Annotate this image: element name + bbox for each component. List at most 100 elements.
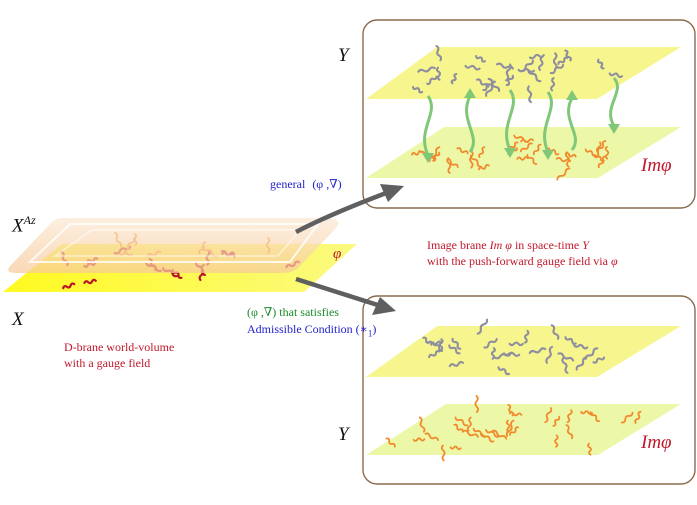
- field-wiggle: [454, 416, 469, 427]
- field-wiggle: [428, 349, 441, 359]
- label-im-phi-bottom: Imφ: [641, 432, 672, 453]
- label-admissible-pair: (φ ,∇): [247, 305, 277, 319]
- field-wiggle: [519, 142, 533, 153]
- field-wiggle: [520, 59, 534, 73]
- map-arrow-general-head: [380, 184, 404, 202]
- field-wiggle: [412, 437, 426, 442]
- field-wiggle: [493, 352, 512, 360]
- field-wiggle: [453, 423, 464, 433]
- field-wiggle: [554, 434, 559, 448]
- field-wiggle: [411, 150, 423, 156]
- push-forward-arrow-head: [504, 148, 516, 158]
- field-wiggle: [435, 66, 442, 81]
- image-caption-line1: Image brane Im φ in space-time Y: [427, 238, 589, 253]
- field-wiggle: [426, 75, 438, 85]
- image-caption-line2: with the push-forward gauge field via φ: [427, 254, 618, 269]
- label-admissible-line2: Admissible Condition (∗1): [247, 322, 376, 338]
- field-wiggle: [587, 442, 592, 456]
- push-forward-arrow-head: [422, 153, 434, 163]
- field-wiggle: [550, 77, 556, 92]
- field-wiggle: [476, 318, 489, 335]
- field-wiggle: [497, 366, 511, 376]
- field-wiggle: [526, 85, 533, 104]
- field-wiggle: [478, 163, 490, 171]
- push-forward-arrow: [609, 77, 619, 127]
- field-wiggle: [550, 324, 560, 340]
- push-forward-arrow: [423, 95, 433, 156]
- dbrane-caption-line1: D-brane world-volume: [64, 340, 175, 354]
- field-wiggle: [448, 360, 465, 368]
- field-wiggle: [469, 154, 482, 168]
- field-wiggle: [507, 404, 514, 417]
- field-wiggle: [483, 337, 498, 349]
- field-wiggle: [83, 278, 97, 285]
- field-wiggle: [424, 432, 439, 441]
- field-wiggle: [584, 148, 597, 157]
- push-forward-arrow-head: [608, 124, 620, 134]
- x-az-sheet: [8, 218, 339, 273]
- field-wiggle: [490, 347, 496, 360]
- push-forward-arrows: [422, 77, 620, 163]
- field-wiggle: [520, 138, 534, 143]
- field-wiggle: [564, 152, 577, 158]
- label-phi-map: φ: [333, 246, 342, 262]
- field-wiggle: [448, 344, 461, 355]
- map-arrow-admissible-head: [372, 297, 396, 315]
- label-admissible-close: ): [372, 322, 377, 336]
- field-wiggle: [417, 66, 436, 73]
- field-wiggle: [474, 395, 479, 413]
- label-general-prefix: general: [270, 177, 306, 191]
- field-wiggle: [505, 63, 512, 82]
- field-wiggle: [575, 356, 588, 371]
- field-wiggle: [608, 72, 624, 79]
- push-forward-arrow: [465, 95, 475, 153]
- field-wiggle: [556, 167, 571, 181]
- field-wiggle: [438, 338, 444, 351]
- field-wiggle: [634, 410, 642, 424]
- field-wiggle: [564, 49, 572, 62]
- top-frame-upper-sheet: [366, 47, 681, 99]
- field-wiggle: [412, 85, 424, 94]
- field-wiggle: [426, 340, 443, 346]
- push-forward-arrow: [543, 91, 553, 153]
- field-wiggle: [502, 351, 521, 357]
- field-wiggle: [597, 140, 607, 153]
- field-wiggle: [478, 146, 486, 158]
- label-admissible-text: Admissible Condition (∗: [247, 322, 368, 336]
- map-arrow-admissible: [295, 276, 385, 310]
- label-x-az-base: X: [12, 215, 24, 237]
- field-wiggle: [516, 156, 529, 161]
- dbrane-caption-line2: with a gauge field: [64, 356, 151, 370]
- field-wiggle: [523, 329, 530, 344]
- field-wiggle: [472, 427, 486, 438]
- field-wiggle: [552, 415, 561, 427]
- label-admissible-tail: that satisfies: [276, 305, 339, 319]
- push-forward-arrow: [505, 89, 515, 151]
- label-x-az-sup: Az: [23, 213, 36, 227]
- field-wiggle: [595, 141, 602, 158]
- bottom-frame-lower-sheet: [366, 404, 681, 455]
- image-caption-y: Y: [582, 238, 589, 252]
- label-admissible-line1: (φ ,∇) that satisfies: [247, 305, 339, 320]
- field-wiggle: [620, 411, 634, 424]
- bottom-frame-upper-sheet: [366, 326, 681, 377]
- field-wiggle: [584, 347, 599, 360]
- field-wiggle: [505, 419, 511, 433]
- field-wiggle: [545, 345, 554, 364]
- field-wiggle: [505, 419, 515, 437]
- field-wiggle: [528, 53, 545, 60]
- field-wiggles-bottom: [385, 318, 642, 462]
- field-wiggle: [487, 77, 501, 92]
- image-caption-im: Im φ: [489, 238, 512, 252]
- field-wiggle: [555, 156, 572, 163]
- field-wiggle: [565, 424, 574, 440]
- field-wiggle: [466, 416, 472, 432]
- image-caption-phi: φ: [610, 254, 618, 268]
- field-wiggle: [385, 437, 396, 448]
- field-wiggle: [450, 72, 458, 85]
- field-wiggle: [566, 409, 573, 424]
- top-frame-lower-sheet: [366, 127, 681, 178]
- field-wiggle: [561, 357, 569, 374]
- push-forward-arrow-head: [542, 150, 554, 160]
